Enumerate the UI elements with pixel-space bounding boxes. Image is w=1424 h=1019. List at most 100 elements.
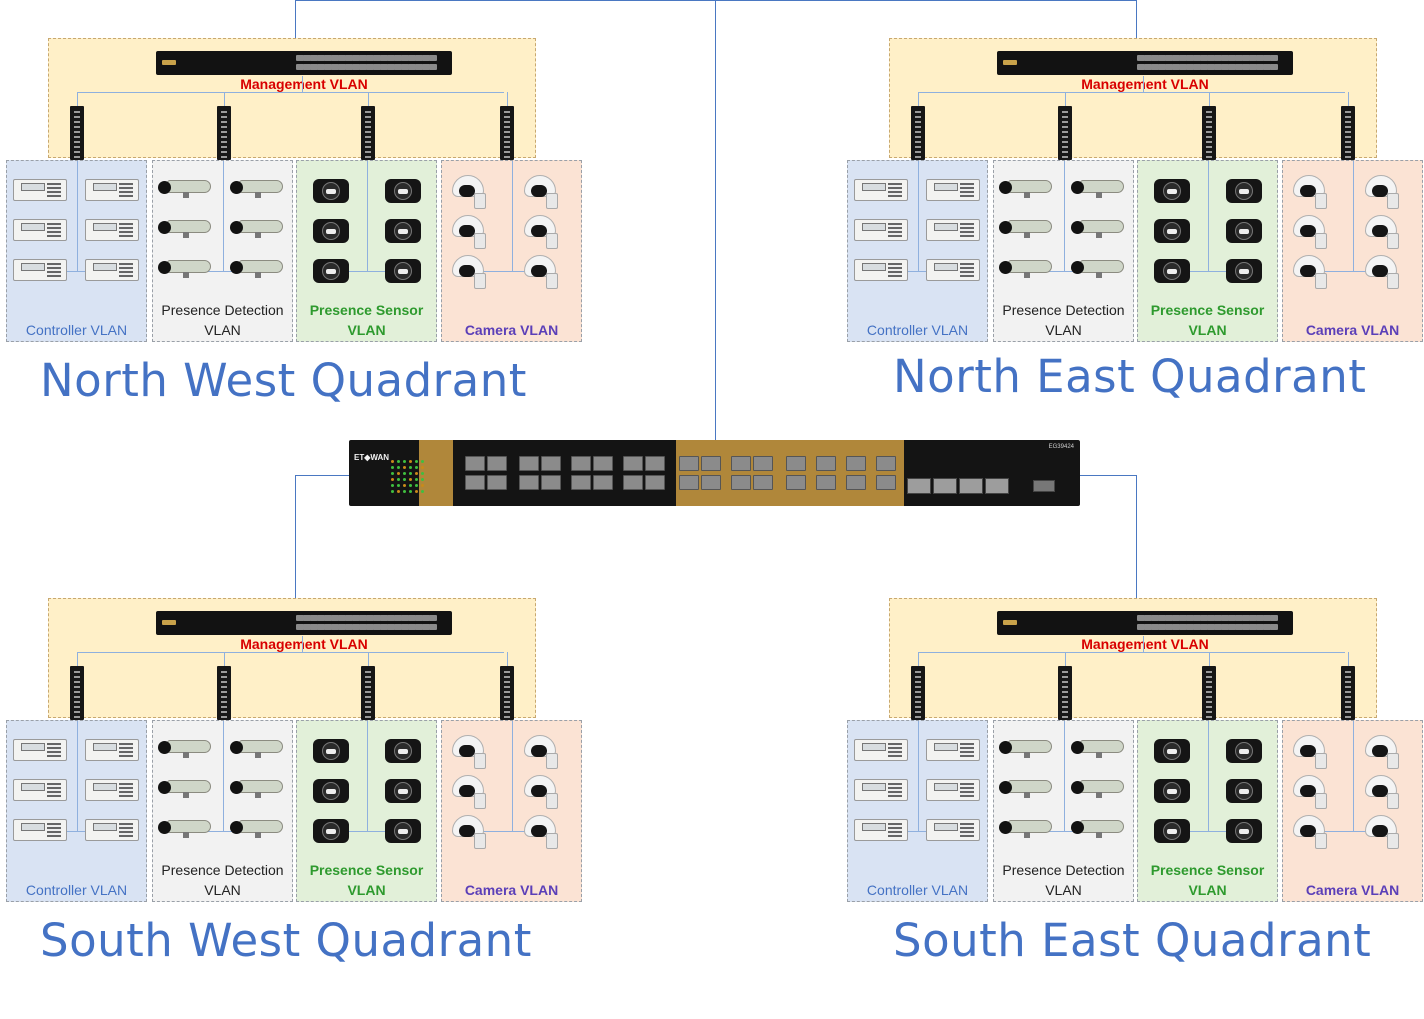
access-switch-port xyxy=(1206,706,1212,708)
core-switch-combo-port xyxy=(876,456,896,471)
access-drop-line xyxy=(368,652,369,666)
camera-housing xyxy=(167,220,211,233)
access-switch-port xyxy=(221,111,227,113)
distribution-switch-port xyxy=(1193,624,1201,630)
access-switch-port xyxy=(1062,146,1068,148)
distribution-switch-port xyxy=(324,55,332,61)
camera-mount xyxy=(1096,272,1102,278)
access-switch-port xyxy=(1345,131,1351,133)
core-switch-led xyxy=(403,490,406,493)
zone-label-line2: VLAN xyxy=(1045,882,1082,898)
controller-device xyxy=(854,259,908,281)
distribution-switch-port xyxy=(1144,624,1152,630)
core-switch-rj45-port xyxy=(679,456,699,471)
distribution-switch-port xyxy=(1256,64,1264,70)
camera-lens xyxy=(158,181,171,194)
uplink-line xyxy=(302,636,303,652)
distribution-switch-port xyxy=(401,55,409,61)
access-switch-port xyxy=(1062,141,1068,143)
car-glyph-icon xyxy=(1239,269,1249,274)
access-switch-port xyxy=(221,681,227,683)
car-glyph-icon xyxy=(398,789,408,794)
distribution-switch-port xyxy=(338,64,346,70)
dome-lens xyxy=(1300,745,1316,757)
presence-detection-camera xyxy=(157,739,213,759)
core-switch-rj45-port xyxy=(541,456,561,471)
access-switch-port xyxy=(365,141,371,143)
distribution-switch-port xyxy=(394,615,402,621)
access-switch-port xyxy=(504,126,510,128)
controller-device xyxy=(854,819,908,841)
dome-lens xyxy=(531,825,547,837)
distribution-switch-port xyxy=(373,615,381,621)
access-switch-port xyxy=(504,156,510,158)
access-switch-port xyxy=(1345,691,1351,693)
zone-label: Camera VLAN xyxy=(1305,322,1400,338)
core-switch-led xyxy=(409,472,412,475)
access-switch-port xyxy=(365,116,371,118)
distribution-switch-port xyxy=(1179,615,1187,621)
management-vlan-label: Management VLAN xyxy=(240,636,368,652)
access-switch-port xyxy=(365,711,371,713)
zone-branch-line xyxy=(1313,831,1393,832)
core-switch-led xyxy=(409,490,412,493)
camera-housing xyxy=(167,260,211,273)
dome-arm xyxy=(474,833,486,849)
access-switch-port xyxy=(365,671,371,673)
access-switch-port xyxy=(74,121,80,123)
camera-mount xyxy=(1024,272,1030,278)
controller-device xyxy=(13,259,67,281)
distribution-switch-port xyxy=(296,615,304,621)
controller-keypad xyxy=(888,783,902,797)
dome-lens xyxy=(531,185,547,197)
distribution-switch-port xyxy=(1144,55,1152,61)
access-switch-port xyxy=(221,121,227,123)
link-nw-down xyxy=(295,0,296,40)
camera-housing xyxy=(239,780,283,793)
access-switch-presence-sensor-vlan xyxy=(1202,666,1216,720)
core-switch-rj45-port xyxy=(541,475,561,490)
zone-trunk-line xyxy=(512,161,513,271)
zone-branch-line xyxy=(1168,271,1248,272)
controller-screen xyxy=(862,743,886,751)
camera-housing xyxy=(1008,180,1052,193)
car-glyph-icon xyxy=(398,269,408,274)
access-switch-port xyxy=(1062,716,1068,718)
dome-camera xyxy=(1363,253,1401,291)
dome-camera xyxy=(1363,813,1401,851)
distribution-switch-port xyxy=(1151,615,1159,621)
access-switch-port xyxy=(1345,676,1351,678)
distribution-switch-port xyxy=(296,55,304,61)
camera-housing xyxy=(1080,740,1124,753)
controller-device xyxy=(854,779,908,801)
distribution-switch-port xyxy=(1256,615,1264,621)
access-switch-camera-vlan xyxy=(1341,106,1355,160)
controller-screen xyxy=(21,263,45,271)
controller-keypad xyxy=(888,263,902,277)
controller-screen xyxy=(21,743,45,751)
distribution-switch-port xyxy=(1200,64,1208,70)
controller-device xyxy=(926,819,980,841)
distribution-switch-port xyxy=(1242,64,1250,70)
camera-mount xyxy=(1096,792,1102,798)
access-switch-presence-sensor-vlan xyxy=(1202,106,1216,160)
access-switch-controller-vlan xyxy=(70,106,84,160)
access-switch-port xyxy=(1345,151,1351,153)
access-switch-port xyxy=(74,706,80,708)
core-switch-combo-port xyxy=(876,475,896,490)
zone-label: Controller VLAN xyxy=(866,882,969,898)
controller-device xyxy=(13,779,67,801)
distribution-switch-port xyxy=(1179,64,1187,70)
access-switch-port xyxy=(1206,146,1212,148)
camera-housing xyxy=(239,740,283,753)
car-glyph-icon xyxy=(1167,789,1177,794)
dome-lens xyxy=(1372,185,1388,197)
presence-sensor-device xyxy=(385,779,421,803)
camera-housing xyxy=(167,780,211,793)
core-switch-led xyxy=(397,460,400,463)
presence-detection-camera xyxy=(229,779,285,799)
core-switch-led xyxy=(391,472,394,475)
core-switch-led xyxy=(421,460,424,463)
zone-trunk-line xyxy=(1353,161,1354,271)
camera-housing xyxy=(1008,740,1052,753)
